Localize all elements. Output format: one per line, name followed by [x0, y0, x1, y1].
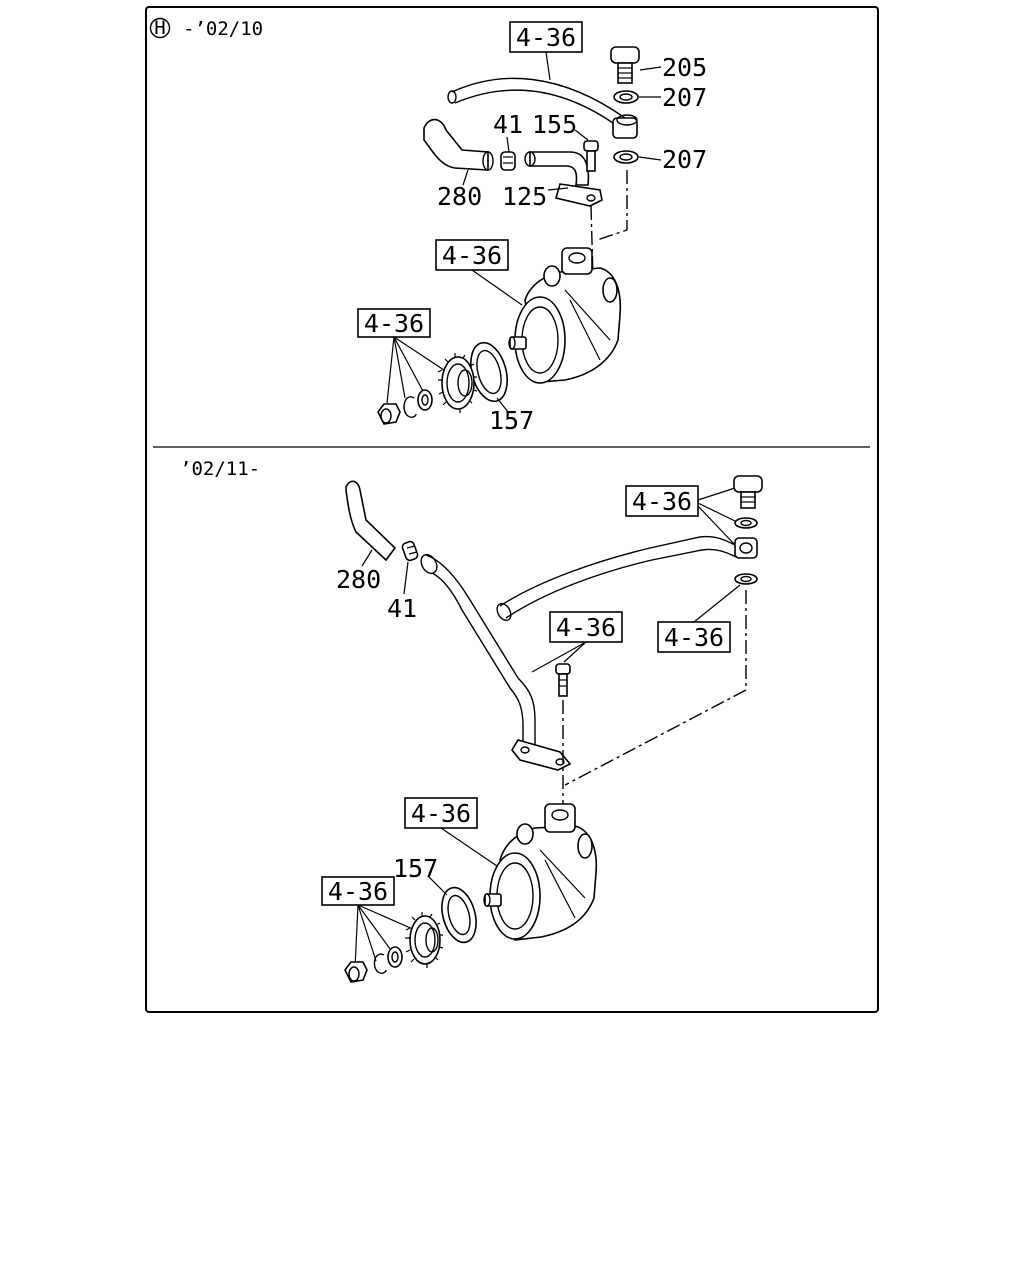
ref-box-4-36	[549, 611, 623, 643]
top-section: H -’02/10 4-36 205 207 207	[149, 17, 707, 435]
circled-letter-icon	[149, 17, 171, 39]
circled-letter: H	[154, 17, 165, 39]
ref-box-4-36-label: 4-36	[516, 23, 576, 52]
hose-280	[423, 118, 489, 171]
washer	[387, 946, 403, 968]
part-41-label-bottom: 41	[387, 594, 417, 623]
bolt-205	[610, 46, 640, 84]
return-pipe	[499, 535, 736, 607]
drive-gear	[405, 912, 444, 968]
ref-box-4-36	[435, 239, 509, 271]
washer-207	[613, 90, 639, 104]
part-155-label: 155	[532, 110, 577, 139]
ref-box-4-36	[625, 485, 699, 517]
washer	[734, 517, 758, 529]
gasket-157	[441, 886, 477, 944]
washer	[734, 573, 758, 585]
clamp-41	[500, 151, 516, 171]
bottom-section: ’02/11- 280 41	[180, 458, 763, 983]
part-157-label-bottom: 157	[393, 854, 438, 883]
ref-box-4-36-label: 4-36	[328, 877, 388, 906]
ref-box-4-36	[321, 876, 395, 906]
snap-ring	[373, 953, 387, 974]
feed-pipe	[425, 554, 536, 745]
ref-box-4-36-label: 4-36	[632, 487, 692, 516]
ref-box-4-36	[404, 797, 478, 829]
bottom-date-range: ’02/11-	[180, 458, 260, 480]
bolt	[733, 475, 763, 509]
ref-box-4-36-label: 4-36	[442, 241, 502, 270]
part-207-label-a: 207	[662, 83, 707, 112]
part-41-label-top: 41	[493, 110, 523, 139]
part-205-label: 205	[662, 53, 707, 82]
ref-box-4-36-label: 4-36	[411, 799, 471, 828]
part-125-label: 125	[502, 182, 547, 211]
part-207-label-b: 207	[662, 145, 707, 174]
top-date-range: -’02/10	[183, 18, 263, 40]
drive-gear	[437, 353, 478, 413]
lock-nut	[344, 961, 368, 983]
pipe-125	[524, 151, 603, 207]
bolt-155	[583, 140, 599, 172]
flange-bolt	[555, 663, 571, 697]
ref-box-4-36	[657, 621, 731, 653]
hose-280	[345, 480, 397, 562]
ref-box-4-36-label: 4-36	[664, 623, 724, 652]
part-280-label-bottom: 280	[336, 565, 381, 594]
washer	[417, 389, 433, 411]
vacuum-pump	[508, 247, 622, 384]
return-pipe	[451, 77, 626, 119]
ref-box-4-36-label: 4-36	[364, 309, 424, 338]
washer-207	[613, 150, 639, 164]
part-157-label-top: 157	[489, 406, 534, 435]
diagram-frame	[145, 6, 879, 1013]
clamp-41	[401, 540, 419, 562]
vacuum-pump	[483, 803, 598, 941]
ref-box-4-36	[509, 21, 583, 53]
ref-box-4-36-label: 4-36	[556, 613, 616, 642]
eye-fitting	[734, 537, 758, 559]
part-280-label-top: 280	[437, 182, 482, 211]
snap-ring	[403, 396, 417, 418]
lock-nut	[377, 403, 401, 425]
